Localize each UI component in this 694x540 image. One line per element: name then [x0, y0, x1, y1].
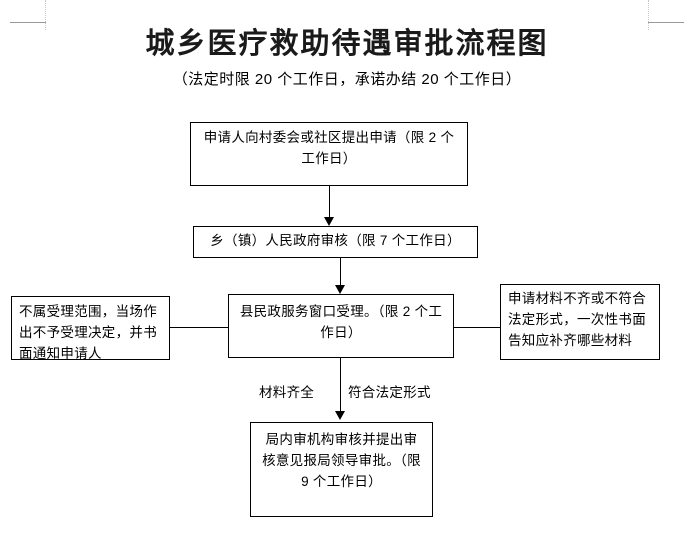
flow-node-apply-text: 申请人向村委会或社区提出申请（限 2 个工作日） [203, 130, 455, 166]
arrowhead-into-town [324, 217, 334, 226]
flow-node-county-window-text: 县民政服务窗口受理。（限 2 个工作日） [239, 304, 443, 340]
connector-window-to-not-accepted [170, 327, 228, 328]
flow-node-internal-review: 局内审机构审核并提出审核意见报局领导审批。（限 9 个工作日） [250, 422, 433, 517]
edge-label-materials-complete: 材料齐全 [259, 385, 315, 400]
flow-node-not-accepted: 不属受理范围，当场作出不予受理决定，并书面通知申请人 [11, 296, 170, 361]
flow-node-incomplete-materials: 申请材料不齐或不符合法定形式，一次性书面告知应补齐哪些材料 [500, 284, 660, 360]
edge-label-legal-form: 符合法定形式 [348, 385, 431, 400]
connector-apply-to-town [329, 186, 330, 217]
flow-node-internal-review-text: 局内审机构审核并提出审核意见报局领导审批。（限 9 个工作日） [262, 432, 421, 489]
flow-node-town-government-text: 乡（镇）人民政府审核（限 7 个工作日） [210, 233, 461, 248]
flow-node-county-window: 县民政服务窗口受理。（限 2 个工作日） [228, 294, 454, 358]
flow-node-town-government: 乡（镇）人民政府审核（限 7 个工作日） [193, 226, 478, 258]
flow-node-incomplete-materials-text: 申请材料不齐或不符合法定形式，一次性书面告知应补齐哪些材料 [508, 291, 646, 348]
connector-window-to-incomplete-materials [454, 327, 500, 328]
page-subtitle: （法定时限 20 个工作日，承诺办结 20 个工作日） [172, 71, 522, 88]
flow-node-not-accepted-text: 不属受理范围，当场作出不予受理决定，并书面通知申请人 [19, 304, 157, 361]
connector-window-to-internal-review [340, 358, 341, 413]
arrowhead-into-window [335, 285, 345, 294]
flow-node-apply: 申请人向村委会或社区提出申请（限 2 个工作日） [190, 122, 468, 186]
arrowhead-into-internal-review [335, 411, 345, 420]
page-title: 城乡医疗救助待遇审批流程图 [145, 28, 549, 60]
connector-town-to-window [340, 258, 341, 285]
